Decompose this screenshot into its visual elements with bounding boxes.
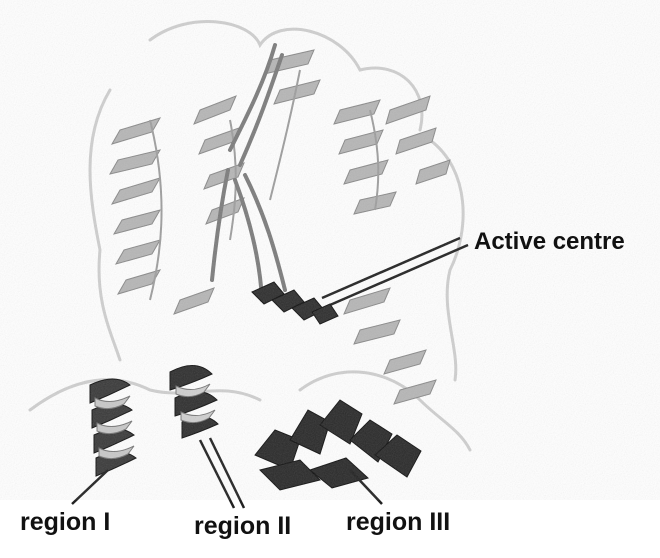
region-3-label: region III bbox=[346, 508, 450, 537]
region-2-label: region II bbox=[194, 512, 291, 541]
active-centre-label: Active centre bbox=[474, 228, 625, 256]
region-1-label: region I bbox=[20, 508, 110, 537]
